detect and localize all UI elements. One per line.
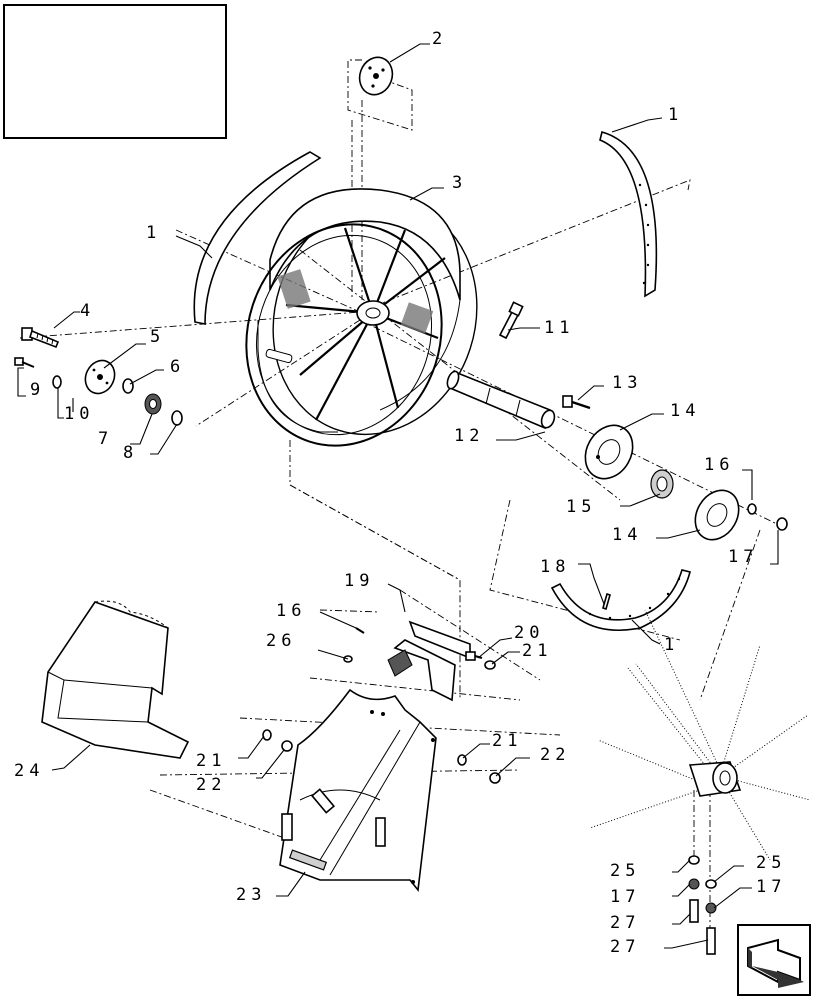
callout-8: 8 — [123, 443, 138, 463]
callout-24: 24 — [14, 761, 44, 781]
part-25-washer-b — [705, 879, 717, 889]
part-21-washer-b — [262, 729, 272, 741]
part-18-pin — [602, 592, 611, 611]
callout-2: 2 — [432, 29, 447, 49]
callout-26: 26 — [266, 631, 296, 651]
callout-25: 25 — [610, 861, 640, 881]
callout-11: 11 — [544, 318, 574, 338]
part-13-bolt — [562, 395, 591, 410]
callout-3: 3 — [452, 173, 467, 193]
part-27-bolt-b — [706, 927, 716, 955]
callout-7: 7 — [98, 429, 113, 449]
callout-4: 4 — [80, 301, 95, 321]
callout-14: 14 — [612, 525, 642, 545]
callout-1: 1 — [664, 635, 679, 655]
part-22-nut-a — [281, 740, 293, 752]
callout-18: 18 — [540, 557, 570, 577]
part-2-hub-flange — [358, 56, 394, 96]
part-16-pin — [355, 627, 365, 634]
part-12-shaft — [446, 370, 556, 430]
callout-12: 12 — [454, 426, 484, 446]
callout-21: 21 — [522, 641, 552, 661]
part-19-bracket — [387, 620, 471, 702]
callout-1: 1 — [146, 223, 161, 243]
part-5-flange-plate — [84, 359, 116, 395]
callout-17: 17 — [756, 877, 786, 897]
callout-labels: 2 1 1 3 4 5 6 9 10 7 8 11 13 14 12 16 15… — [14, 29, 786, 957]
callout-17: 17 — [610, 887, 640, 907]
callout-6: 6 — [170, 357, 185, 377]
reel-hub-context — [589, 609, 811, 861]
part-11-bolt — [498, 301, 524, 340]
part-15-bearing-insert — [650, 469, 674, 499]
part-25-washer-a — [688, 855, 700, 865]
callout-20: 20 — [514, 623, 544, 643]
part-10-washer — [52, 375, 62, 389]
part-16-washer — [747, 503, 757, 515]
part-14-bearing-flange-lower — [694, 489, 740, 541]
previous-page-arrow-icon[interactable] — [737, 924, 811, 996]
part-23-frame — [279, 688, 437, 892]
callout-19: 19 — [344, 571, 374, 591]
callout-16: 16 — [704, 455, 734, 475]
part-3-reel-wheel — [245, 188, 478, 447]
callout-21: 21 — [492, 731, 522, 751]
part-7-bearing — [144, 393, 162, 415]
part-1-rim-segment-left — [193, 151, 322, 325]
callout-23: 23 — [236, 885, 266, 905]
callout-14: 14 — [670, 401, 700, 421]
callout-5: 5 — [150, 327, 165, 347]
part-17-nut — [776, 517, 788, 531]
callout-16: 16 — [276, 601, 306, 621]
part-22-nut-b — [489, 772, 501, 784]
callout-25: 25 — [756, 853, 786, 873]
part-1-rim-segment-lower — [550, 569, 691, 632]
part-17-nut-a — [688, 878, 700, 890]
part-4-bolt — [21, 327, 60, 349]
callout-27: 27 — [610, 913, 640, 933]
part-27-bolt-a — [689, 899, 699, 923]
part-1-rim-segment-right — [599, 131, 658, 298]
callout-10: 10 — [64, 404, 94, 424]
title-block-box — [3, 4, 227, 139]
part-9-screw — [14, 357, 35, 368]
callout-21: 21 — [196, 751, 226, 771]
callout-15: 15 — [566, 497, 596, 517]
callout-1: 1 — [668, 105, 683, 125]
part-8-spacer — [171, 410, 183, 426]
part-17-nut-b — [705, 902, 717, 914]
callout-27: 27 — [610, 937, 640, 957]
part-14-bearing-flange-upper — [584, 424, 634, 480]
callout-17: 17 — [728, 547, 758, 567]
callout-22: 22 — [196, 775, 226, 795]
part-24-chute — [41, 600, 190, 759]
leader-lines — [17, 43, 779, 949]
callout-22: 22 — [540, 745, 570, 765]
callout-9: 9 — [30, 380, 45, 400]
callout-13: 13 — [612, 373, 642, 393]
part-6-nut — [122, 378, 134, 394]
